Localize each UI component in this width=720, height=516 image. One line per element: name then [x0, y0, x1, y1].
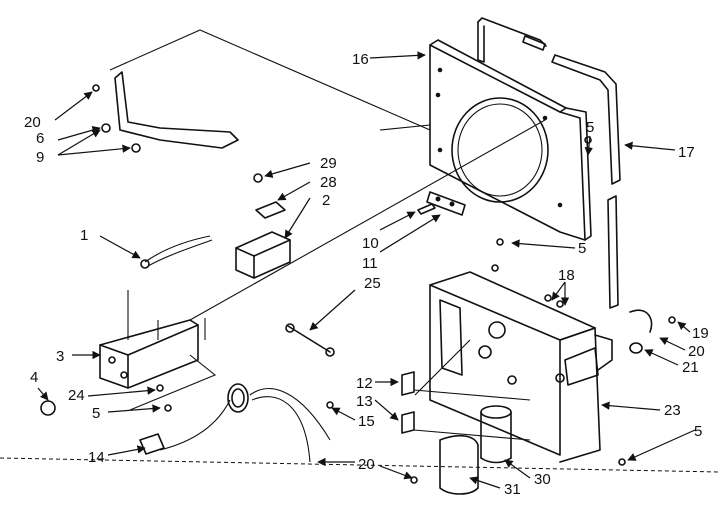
mounting-bracket [417, 191, 466, 216]
callout-20-bottom: 20 [358, 456, 375, 473]
relay-bracket [99, 319, 199, 389]
callout-5-mid: 5 [578, 240, 586, 257]
wiring-parts [139, 235, 335, 463]
callout-29: 29 [320, 155, 337, 172]
callout-2: 2 [322, 192, 330, 209]
callout-9: 9 [36, 149, 44, 166]
callout-labels: 20 6 9 1 29 28 2 16 17 5 10 11 5 18 25 3… [24, 51, 709, 498]
callout-15: 15 [358, 413, 375, 430]
callout-18: 18 [558, 267, 575, 284]
callout-5-right: 5 [586, 119, 594, 136]
callout-31: 31 [504, 481, 521, 498]
orifice-panel [429, 39, 592, 241]
callout-24: 24 [68, 387, 85, 404]
capacitor [439, 405, 512, 495]
callout-20-right: 20 [688, 343, 705, 360]
control-box [429, 271, 613, 463]
callout-10: 10 [362, 235, 379, 252]
callout-17: 17 [678, 144, 695, 161]
callout-19: 19 [692, 325, 709, 342]
callout-30: 30 [534, 471, 551, 488]
callout-3: 3 [56, 348, 64, 365]
callout-5-left: 5 [92, 405, 100, 422]
relay [235, 173, 291, 279]
callout-21: 21 [682, 359, 699, 376]
callout-11: 11 [362, 255, 378, 272]
callout-16: 16 [352, 51, 369, 68]
callout-6: 6 [36, 130, 44, 147]
callout-1: 1 [80, 227, 88, 244]
callout-14: 14 [88, 449, 105, 466]
gasket-strips [477, 17, 621, 309]
callout-13: 13 [356, 393, 373, 410]
callout-4: 4 [30, 369, 38, 386]
callout-12: 12 [356, 375, 373, 392]
callout-5-bottom: 5 [694, 423, 702, 440]
callout-23: 23 [664, 402, 681, 419]
small-hardware [40, 136, 676, 484]
leader-lines [37, 51, 696, 489]
guide-lines [0, 29, 720, 473]
callout-28: 28 [320, 174, 337, 191]
callout-25: 25 [364, 275, 381, 292]
callout-20-top: 20 [24, 114, 41, 131]
strap-bracket [92, 71, 239, 153]
